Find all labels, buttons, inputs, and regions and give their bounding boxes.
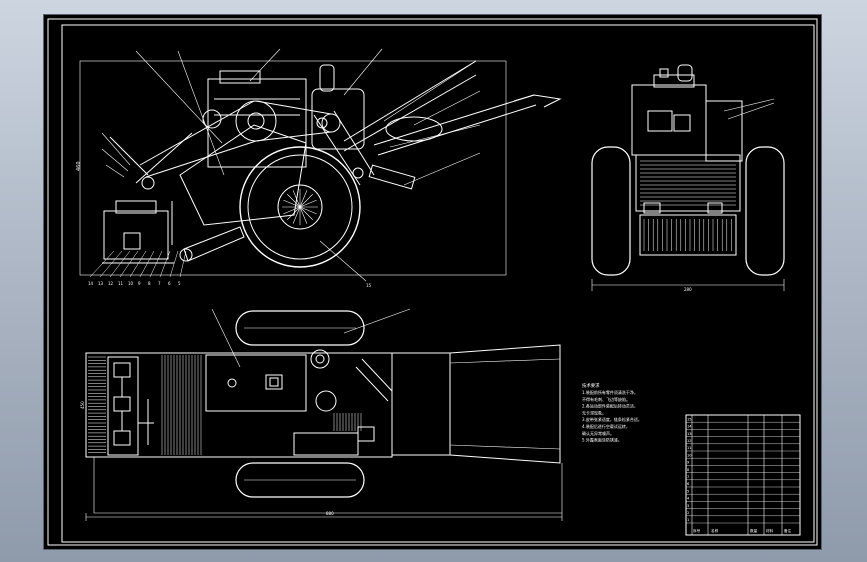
side-callout-13: 13 [98, 281, 104, 286]
front-tire-right [745, 146, 785, 276]
title-row-number: 3 [687, 504, 689, 508]
title-row-number: 14 [687, 425, 692, 429]
top-tire-upper [235, 310, 365, 346]
title-row-number: 8 [687, 468, 690, 472]
side-callout-14: 14 [88, 281, 94, 286]
side-callout-7: 7 [158, 281, 161, 286]
title-row-number: 7 [687, 475, 689, 479]
hub-spokes [282, 189, 318, 225]
cutter-assembly [103, 210, 169, 260]
side-view [79, 48, 562, 282]
outer-frame [47, 18, 818, 546]
notes-line: 1.装配前所有零件须清洗干净， [582, 389, 638, 395]
front-lower-body [639, 214, 737, 256]
side-callout-right: 15 [366, 283, 372, 288]
top-dimension-width: 450 [80, 401, 85, 409]
top-pulley [310, 349, 330, 369]
top-chassis [85, 352, 393, 458]
title-footer-cell: 材料 [766, 528, 774, 533]
top-dimension-length: 880 [326, 511, 334, 516]
title-row-number: 15 [687, 417, 692, 421]
title-row-number: 11 [687, 446, 692, 450]
top-handle [391, 344, 561, 464]
gear-housing [385, 116, 443, 142]
inner-frame [61, 24, 815, 543]
side-callout-6: 6 [168, 281, 171, 286]
title-row-number: 9 [687, 461, 690, 465]
side-callout-9: 9 [138, 281, 141, 286]
title-row-number: 2 [687, 511, 689, 515]
side-callout-8: 8 [148, 281, 151, 286]
engine-block [207, 78, 307, 168]
top-tire-lower [235, 462, 365, 498]
air-cleaner [311, 88, 365, 150]
top-view [85, 308, 563, 521]
title-row-number: 4 [687, 497, 690, 501]
side-callouts: 14 13 12 11 10 9 8 7 6 5 [88, 281, 181, 286]
rear-support [368, 164, 416, 190]
handlebar-upper [343, 60, 477, 142]
main-frame [179, 124, 307, 226]
drive-belt [139, 100, 255, 166]
side-dimension-height: 460 [76, 161, 82, 171]
engine-pulley [235, 100, 277, 142]
notes-line: 无卡滞现象。 [582, 409, 606, 415]
title-footer-cell: 序号 [693, 528, 701, 533]
title-row-number: 6 [687, 482, 690, 486]
side-view-envelope [79, 60, 507, 276]
side-callout-10: 10 [128, 281, 134, 286]
front-tire-left [591, 146, 631, 276]
title-row-number: 5 [687, 489, 689, 493]
fuel-tank [219, 70, 261, 84]
wheel-hub [277, 184, 323, 230]
drive-wheel [239, 146, 361, 268]
title-row-number: 12 [687, 439, 692, 443]
tension-arm [183, 226, 245, 262]
cutter-comb [88, 356, 106, 453]
notes-line: 3.皮带张紧适度，链条松紧合适。 [582, 416, 642, 422]
notes-line: 不得有毛刺、飞边等缺陷。 [582, 396, 630, 402]
title-row-number: 13 [687, 432, 692, 436]
technical-notes: 技术要求 1.装配前所有零件须清洗干净， 不得有毛刺、飞边等缺陷。2.各运动部件… [582, 382, 642, 443]
title-footer-cell: 名称 [711, 528, 719, 533]
front-engine [631, 84, 707, 156]
notes-line: 5.外露表面涂防锈漆。 [582, 437, 622, 443]
title-footer-cell: 备注 [784, 528, 792, 533]
front-dimension-width: 280 [684, 287, 692, 292]
exhaust-pipe [319, 64, 335, 92]
front-grille [635, 154, 741, 212]
title-footer-cell: 数量 [750, 528, 758, 533]
side-callout-11: 11 [118, 281, 124, 286]
top-engine [205, 354, 307, 412]
title-block: 15 14 13 12 11 10 9 8 7 6 5 4 3 2 1 序号 名称 数量 材料 备注 [685, 414, 801, 536]
side-callout-5: 5 [178, 281, 181, 286]
notes-heading: 技术要求 [582, 382, 600, 389]
notes-line: 确认无异常噪声。 [582, 430, 614, 436]
notes-line: 2.各运动部件装配后转动灵活， [582, 403, 638, 409]
handlebar-lower [373, 94, 535, 146]
front-view [591, 64, 785, 291]
title-row-number: 1 [687, 518, 689, 522]
title-row-number: 10 [687, 453, 692, 457]
notes-line: 4.装配后进行空载试运转， [582, 423, 630, 429]
side-callout-12: 12 [108, 281, 114, 286]
